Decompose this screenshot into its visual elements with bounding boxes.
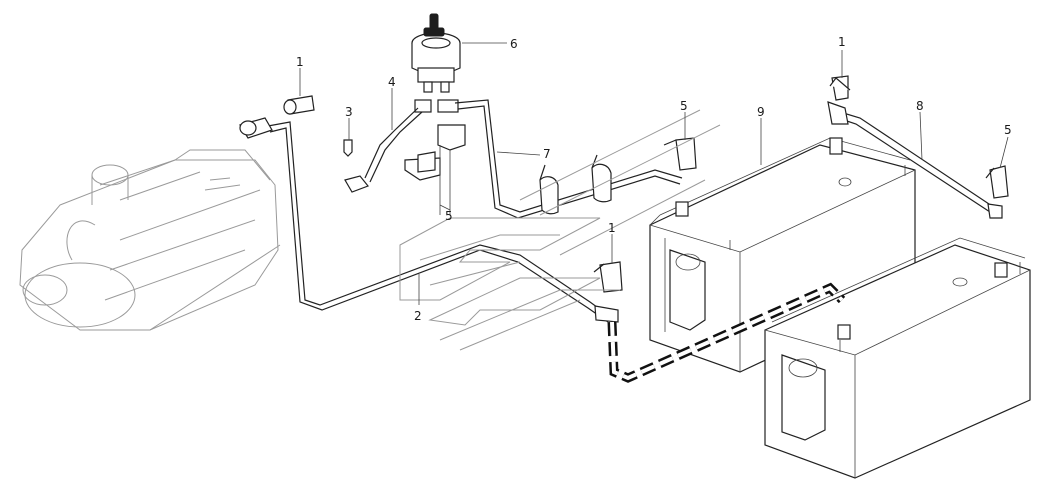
battery-rear — [764, 237, 1031, 479]
callout-top-battery-terminal: 1 — [838, 35, 846, 49]
callout-switch-to-battery-cable: 7 — [543, 147, 551, 161]
callout-battery-terminal-cap-left: 5 — [680, 99, 688, 113]
small-bolt — [343, 139, 353, 157]
battery-master-switch — [411, 13, 461, 93]
battery-link-cable — [827, 101, 1003, 219]
callout-battery-terminal-cap-right: 5 — [1004, 123, 1012, 137]
callout-switch-short-cable: 4 — [388, 75, 396, 89]
switch-short-cable — [344, 107, 423, 193]
battery-cable-long — [239, 117, 619, 323]
callout-starter-cable-terminal: 1 — [296, 55, 304, 69]
leader-lines — [299, 42, 1009, 305]
watermark-shapes — [399, 109, 721, 351]
callout-battery-cable-long: 2 — [414, 309, 422, 323]
ground-strap — [607, 282, 846, 383]
callout-switch-terminal-caps: 5 — [445, 209, 453, 223]
starter-motor — [19, 149, 281, 331]
callout-battery-master-switch: 6 — [510, 37, 518, 51]
callout-battery-link-cable: 8 — [916, 99, 924, 113]
callout-small-bolt: 3 — [345, 105, 353, 119]
starter-cable-terminal — [283, 95, 315, 115]
switch-to-battery-cable — [454, 99, 683, 219]
switch-terminal-caps — [404, 99, 466, 215]
callout-battery-front: 9 — [757, 105, 765, 119]
battery-terminal-caps — [593, 75, 1009, 293]
callout-switch-to-battery-terminal: 1 — [608, 221, 616, 235]
